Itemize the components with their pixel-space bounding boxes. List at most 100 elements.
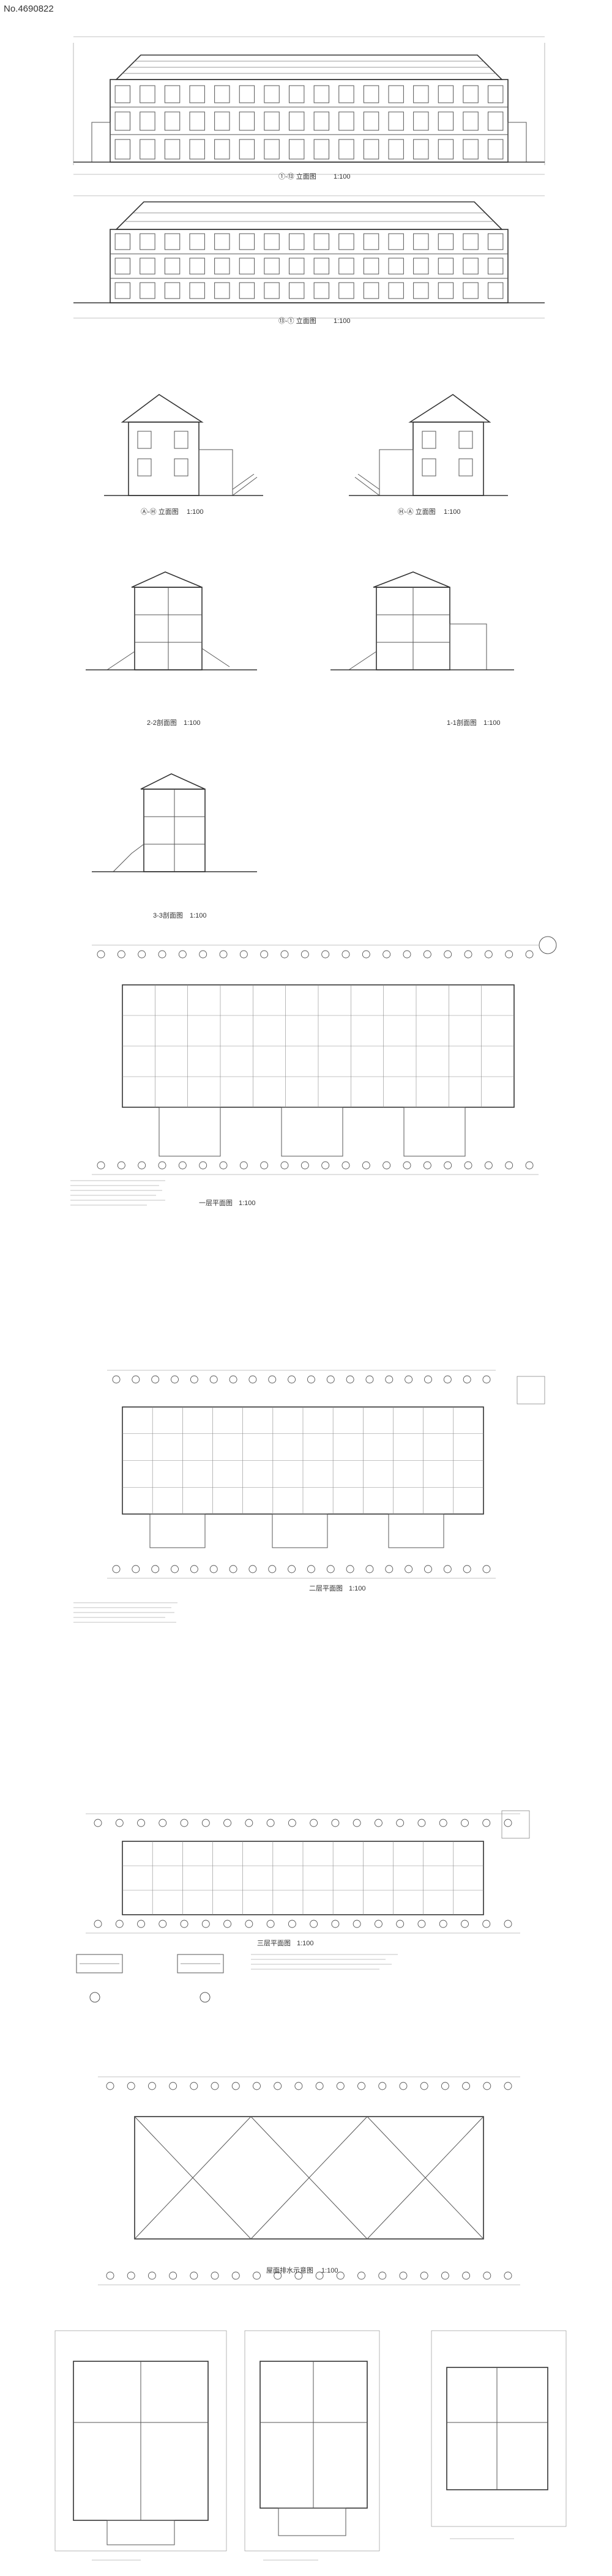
axis-bubble: [396, 1819, 405, 1827]
axis-bubble: [97, 950, 105, 959]
front-elevation-windows: [114, 85, 504, 160]
axis-bubble: [378, 2082, 387, 2090]
axis-bubble: [288, 1375, 296, 1384]
window: [239, 282, 255, 299]
window: [338, 258, 354, 275]
axis-bubble: [112, 1375, 121, 1384]
window: [438, 258, 454, 275]
axis-bubble: [374, 1920, 382, 1928]
svg-text:Ⓐ-Ⓗ 立面图: Ⓐ-Ⓗ 立面图: [141, 507, 179, 516]
axis-bubble: [399, 2082, 408, 2090]
axis-bubble: [505, 950, 513, 959]
axis-bubble: [245, 1920, 253, 1928]
window: [114, 85, 130, 103]
axis-bubble: [399, 2271, 408, 2280]
axis-bubble: [424, 1375, 432, 1384]
svg-text:三层平面图: 三层平面图: [257, 1939, 291, 1947]
axis-bubble: [505, 1161, 513, 1170]
plan-second-floor: [107, 1370, 545, 1579]
axis-bubble: [307, 1375, 315, 1384]
window: [388, 233, 404, 250]
axis-bubble: [341, 1161, 350, 1170]
roof-ridge-lines: [134, 2116, 484, 2240]
window: [413, 233, 429, 250]
axis-bubble: [229, 1375, 237, 1384]
axis-bubble: [288, 1819, 296, 1827]
unit-plan-1: [54, 2330, 227, 2561]
axis-bubble: [441, 2082, 449, 2090]
svg-text:1-1剖面图: 1-1剖面图: [447, 718, 477, 727]
svg-text:1:100: 1:100: [349, 1585, 366, 1592]
plan-third-floor-details: [76, 1954, 398, 2003]
axis-bubble: [231, 2082, 240, 2090]
section-1-1-caption: 1-1剖面图 1:100: [447, 718, 501, 727]
window: [189, 258, 205, 275]
axis-bubble: [439, 1920, 447, 1928]
axis-bubble: [288, 1565, 296, 1573]
window: [114, 282, 130, 299]
axis-bubble: [300, 1161, 309, 1170]
window: [164, 111, 181, 131]
axis-bubble: [326, 1565, 335, 1573]
rear-elevation: [73, 195, 545, 319]
axis-bubble: [199, 950, 207, 959]
window: [388, 111, 404, 131]
axis-bubble: [385, 1375, 394, 1384]
window: [239, 233, 255, 250]
window: [413, 85, 429, 103]
axis-bubble: [439, 1819, 447, 1827]
svg-text:1:100: 1:100: [483, 719, 501, 727]
axis-bubble: [94, 1920, 102, 1928]
axis-bubble: [178, 950, 187, 959]
axis-bubble: [424, 1565, 432, 1573]
axis-bubble: [444, 1161, 452, 1170]
roof-drainage-plan: [98, 2076, 520, 2285]
axis-bubble: [417, 1920, 426, 1928]
plan-second-floor-caption: 二层平面图 1:100: [309, 1584, 366, 1592]
window: [264, 111, 280, 131]
window: [140, 139, 155, 160]
axis-bubble: [525, 950, 534, 959]
axis-bubble: [300, 950, 309, 959]
axis-bubble: [504, 1920, 512, 1928]
window: [413, 139, 429, 160]
front-elevation: [73, 36, 545, 175]
axis-bubble: [326, 1375, 335, 1384]
window: [264, 282, 280, 299]
axis-bubble: [463, 1375, 471, 1384]
window: [264, 139, 280, 160]
axis-bubble: [482, 1375, 491, 1384]
window: [164, 258, 181, 275]
window: [313, 258, 329, 275]
window: [363, 111, 379, 131]
window: [264, 258, 280, 275]
axis-bubble: [444, 950, 452, 959]
plan-first-floor: [92, 936, 557, 1175]
plan-third-floor-caption: 三层平面图 1:100: [257, 1939, 314, 1947]
axis-bubble: [482, 1819, 491, 1827]
axis-bubble: [219, 1161, 228, 1170]
sheet-id-label: No.4690822: [4, 4, 54, 14]
window: [214, 282, 230, 299]
axis-bubble: [274, 2271, 282, 2280]
axis-bubble: [229, 1565, 237, 1573]
axis-bubble: [115, 1920, 124, 1928]
axis-bubble: [158, 1161, 166, 1170]
axis-bubble: [268, 1375, 277, 1384]
axis-bubble: [362, 950, 370, 959]
axis-bubble: [483, 2082, 491, 2090]
axis-bubble: [253, 2271, 261, 2280]
axis-bubble: [209, 1375, 218, 1384]
svg-text:1:100: 1:100: [239, 1200, 256, 1207]
svg-text:1:100: 1:100: [334, 317, 351, 325]
window: [289, 233, 305, 250]
axis-bubble: [231, 2271, 240, 2280]
window: [239, 111, 255, 131]
window: [264, 233, 280, 250]
window: [313, 139, 329, 160]
unit-plan-2: [244, 2330, 380, 2561]
svg-text:1:100: 1:100: [321, 2267, 338, 2274]
axis-bubble: [504, 2271, 512, 2280]
axis-bubble: [423, 950, 431, 959]
svg-text:Ⓗ-Ⓐ 立面图: Ⓗ-Ⓐ 立面图: [398, 507, 436, 516]
